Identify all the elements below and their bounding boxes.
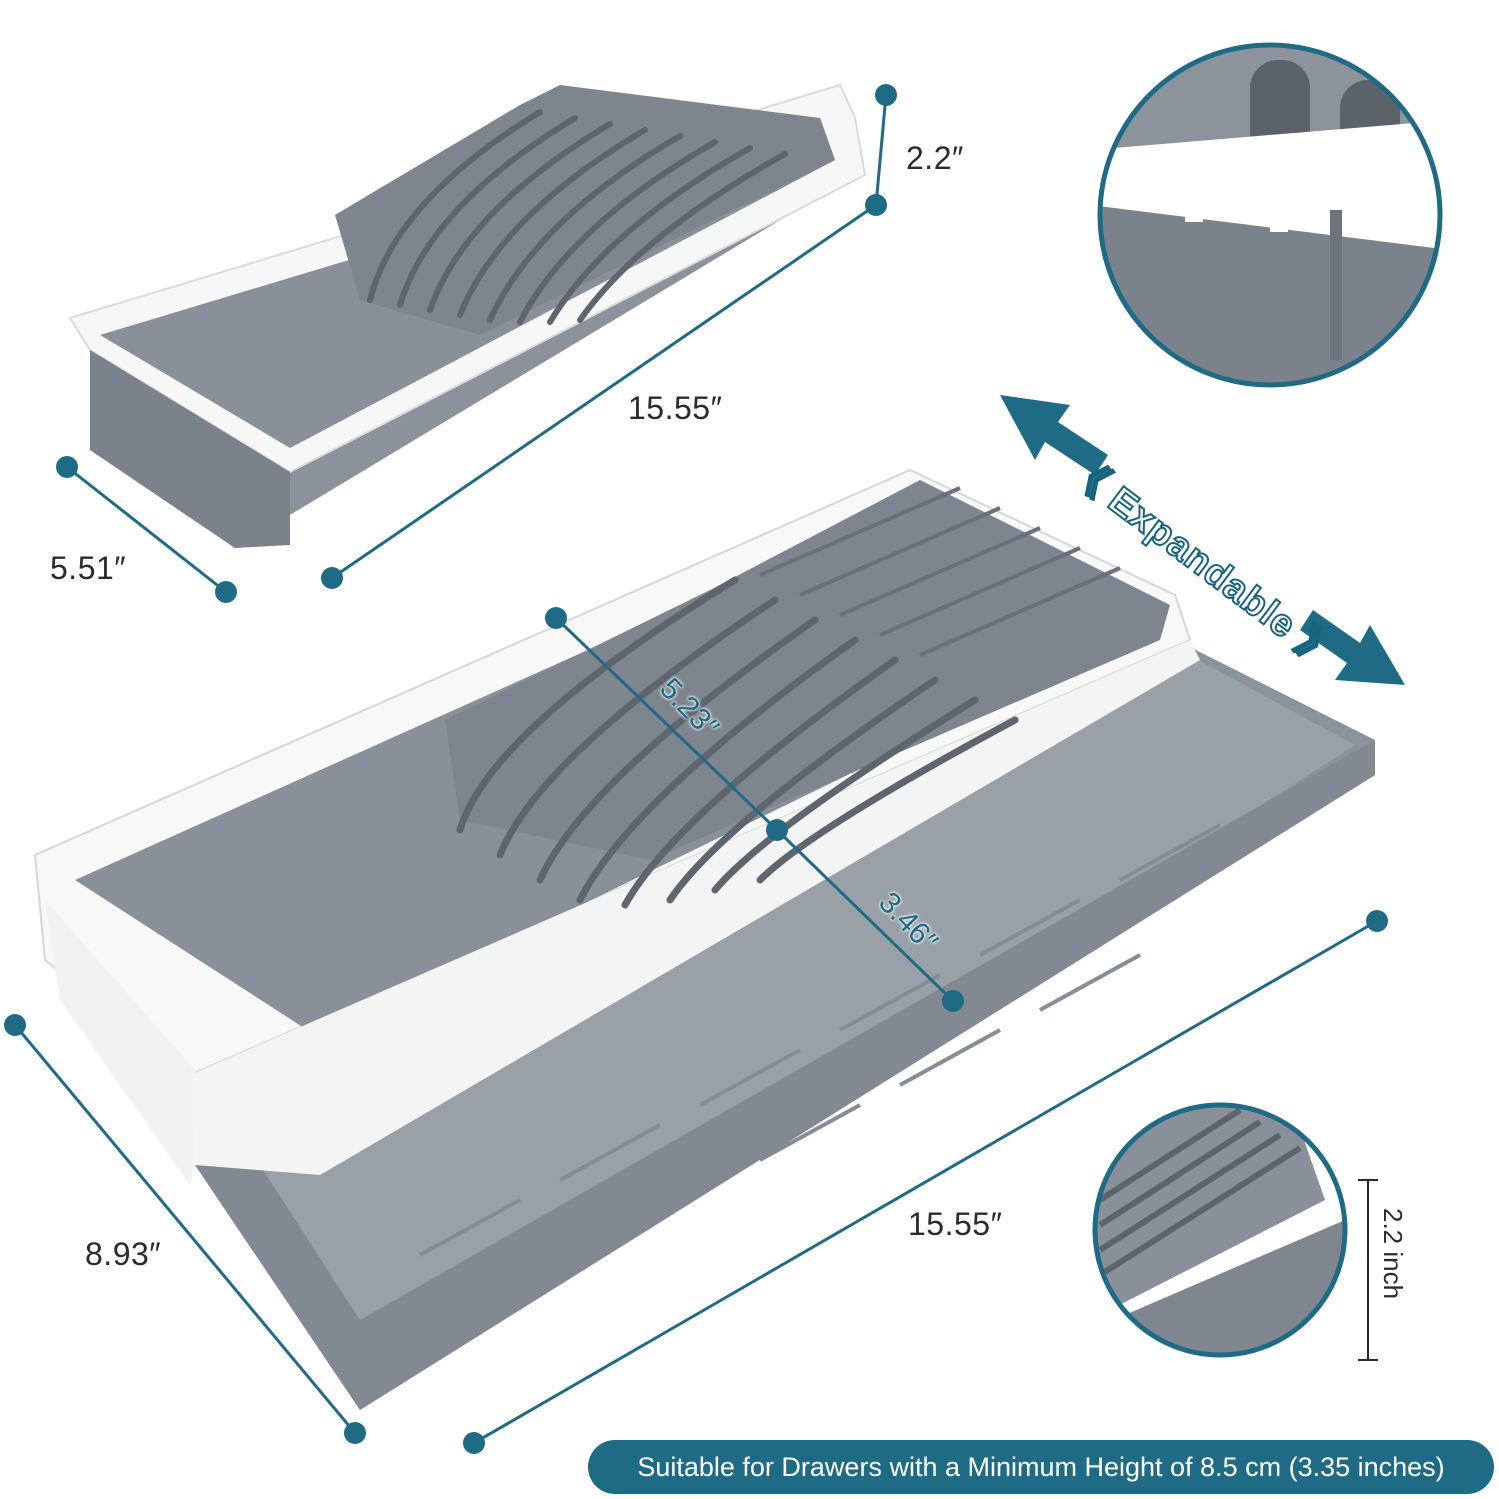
detail-height-label: 2.2 inch (1378, 1208, 1408, 1300)
small-length-label: 15.55″ (628, 390, 723, 426)
small-width-dimension (56, 456, 237, 603)
large-length-label: 15.55″ (908, 1206, 1003, 1242)
large-knife-tray (33, 468, 1375, 1410)
small-knife-tray (68, 83, 867, 548)
small-height-dimension (865, 84, 897, 216)
gap-width-dimension (775, 828, 964, 1012)
large-width-label: 8.93″ (85, 1236, 162, 1272)
large-width-dimension (4, 1014, 366, 1444)
small-height-label: 2.2″ (906, 140, 964, 176)
small-width-label: 5.51″ (50, 550, 127, 586)
drawer-requirement-banner: Suitable for Drawers with a Minimum Heig… (588, 1440, 1494, 1494)
rail-detail-circle (1097, 42, 1443, 388)
expand-arrow-icon (1000, 395, 1405, 685)
small-length-dimension (321, 203, 877, 589)
height-detail-circle (1092, 1102, 1378, 1361)
detail-height-bracket (1358, 1179, 1378, 1361)
large-length-dimension (463, 910, 1388, 1454)
